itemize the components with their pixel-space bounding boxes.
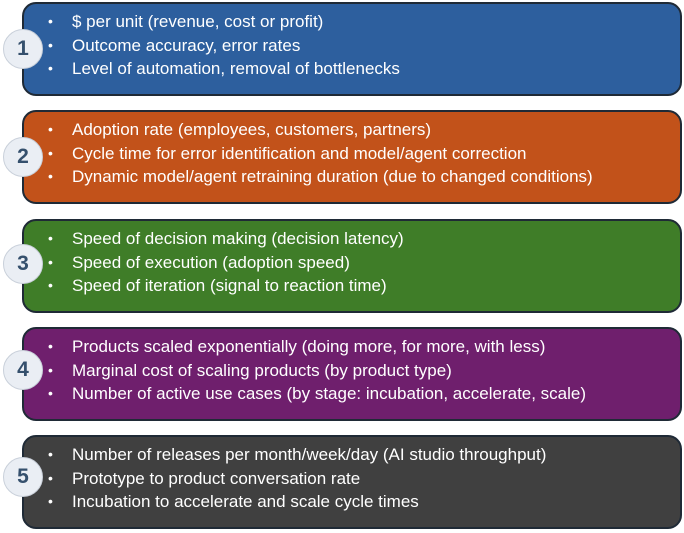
panel-1-item-3-text: Level of automation, removal of bottlene… — [72, 59, 400, 78]
panel-4-list: • Products scaled exponentially (doing mo… — [48, 335, 586, 406]
bullet-icon: • — [48, 168, 53, 184]
panel-2-item-2: • Cycle time for error identification and… — [48, 142, 593, 166]
panel-3-list: • Speed of decision making (decision late… — [48, 227, 404, 298]
panel-4-item-2-text: Marginal cost of scaling products (by pr… — [72, 360, 452, 380]
bullet-icon: • — [48, 385, 53, 401]
panel-3-item-1: • Speed of decision making (decision late… — [48, 227, 404, 251]
panel-1-item-2: • Outcome accuracy, error rates — [48, 34, 400, 58]
badge-1: 1 — [3, 29, 43, 69]
bullet-icon: • — [48, 36, 53, 53]
panel-1-item-1: • $ per unit (revenue, cost or profit) — [48, 10, 400, 34]
badge-4: 4 — [3, 350, 43, 390]
bullet-icon: • — [48, 338, 53, 354]
panel-3-item-1-text: Speed of decision making (decision laten… — [72, 229, 404, 248]
panel-2-item-3-text: Dynamic model/agent retraining duration … — [72, 167, 593, 186]
panel-4-item-2: • Marginal cost of scaling products (by p… — [48, 359, 586, 383]
bullet-icon: • — [48, 361, 53, 378]
panel-1: • $ per unit (revenue, cost or profit) • O… — [22, 2, 682, 96]
panel-1-item-2-text: Outcome accuracy, error rates — [72, 35, 301, 55]
badge-3: 3 — [3, 244, 43, 284]
bullet-icon: • — [48, 277, 53, 293]
bullet-icon: • — [48, 230, 53, 246]
panel-5-item-1: • Number of releases per month/week/day (… — [48, 443, 546, 467]
panel-3-item-3: • Speed of iteration (signal to reaction … — [48, 274, 404, 298]
panel-4-item-3: • Number of active use cases (by stage: i… — [48, 382, 586, 406]
bullet-icon: • — [48, 253, 53, 270]
panel-3-item-2: • Speed of execution (adoption speed) — [48, 251, 404, 275]
panel-4: • Products scaled exponentially (doing mo… — [22, 327, 682, 421]
panel-4-item-3-text: Number of active use cases (by stage: in… — [72, 384, 587, 403]
panel-2-item-1: • Adoption rate (employees, customers, pa… — [48, 118, 593, 142]
panel-2-item-2-text: Cycle time for error identification and … — [72, 143, 527, 163]
panel-1-item-3: • Level of automation, removal of bottlen… — [48, 57, 400, 81]
panel-5-item-3: • Incubation to accelerate and scale cycl… — [48, 490, 546, 514]
panel-2-list: • Adoption rate (employees, customers, pa… — [48, 118, 593, 189]
badge-2: 2 — [3, 137, 43, 177]
panel-3-item-2-text: Speed of execution (adoption speed) — [72, 252, 350, 272]
panel-5-item-3-text: Incubation to accelerate and scale cycle… — [72, 492, 419, 511]
panel-3-item-3-text: Speed of iteration (signal to reaction t… — [72, 276, 387, 295]
panel-5-item-2: • Prototype to product conversation rate — [48, 467, 546, 491]
badge-5: 5 — [3, 457, 43, 497]
panel-1-item-1-text: $ per unit (revenue, cost or profit) — [72, 12, 324, 31]
bullet-icon: • — [48, 446, 53, 462]
bullet-icon: • — [48, 121, 53, 137]
panel-1-list: • $ per unit (revenue, cost or profit) • O… — [48, 10, 400, 81]
panel-5-item-1-text: Number of releases per month/week/day (A… — [72, 445, 547, 464]
panel-4-item-1-text: Products scaled exponentially (doing mor… — [72, 337, 546, 356]
bullet-icon: • — [48, 13, 53, 29]
bullet-icon: • — [48, 144, 53, 161]
panel-3: • Speed of decision making (decision late… — [22, 219, 682, 313]
panel-2-item-1-text: Adoption rate (employees, customers, par… — [72, 120, 432, 139]
bullet-icon: • — [48, 469, 53, 486]
panel-4-item-1: • Products scaled exponentially (doing mo… — [48, 335, 586, 359]
panel-5: • Number of releases per month/week/day (… — [22, 435, 682, 529]
panel-5-item-2-text: Prototype to product conversation rate — [72, 468, 361, 488]
panel-5-list: • Number of releases per month/week/day (… — [48, 443, 546, 514]
bullet-icon: • — [48, 60, 53, 76]
bullet-icon: • — [48, 493, 53, 509]
panel-2-item-3: • Dynamic model/agent retraining duration… — [48, 165, 593, 189]
panel-2: • Adoption rate (employees, customers, pa… — [22, 110, 682, 204]
